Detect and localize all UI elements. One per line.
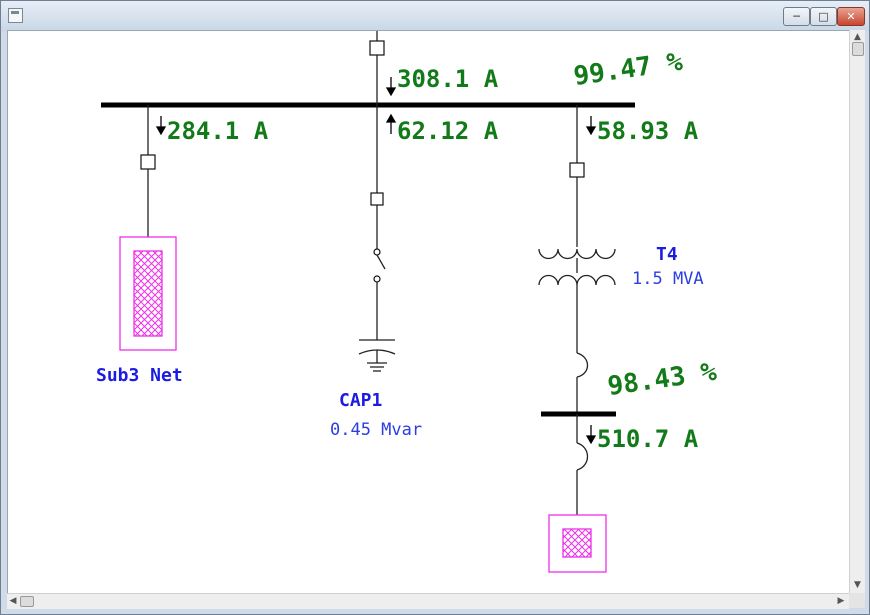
scroll-right-arrow-icon[interactable]: ▶ (837, 596, 845, 606)
window-system-icon[interactable] (8, 8, 23, 23)
capacitor-icon (358, 339, 396, 372)
title-bar[interactable]: ─ □ ✕ (1, 1, 869, 31)
horizontal-scroll-thumb[interactable] (20, 596, 34, 607)
t4-secondary-jumper (576, 352, 589, 378)
sub3-feeder[interactable] (140, 105, 156, 237)
lower-feeder-current-label: 510.7 A (597, 425, 699, 453)
vertical-scrollbar[interactable]: ▲ ▼ (849, 30, 865, 593)
sub3-breaker[interactable] (140, 154, 156, 170)
t4-rating-label: 1.5 MVA (632, 269, 704, 289)
t4-name-label: T4 (656, 244, 678, 265)
incoming-current-label: 308.1 A (397, 65, 499, 93)
lower-feeder-jumper (576, 442, 589, 471)
t4-feeder[interactable] (569, 105, 585, 247)
t4-current-label: 58.93 A (597, 117, 699, 145)
main-bus-voltage-label: 99.47 % (572, 47, 685, 92)
sub3-current-label: 284.1 A (167, 117, 269, 145)
lower-bus-voltage-label: 98.43 % (606, 357, 719, 402)
cap1-feeder[interactable] (370, 105, 386, 340)
cap1-switch-blade[interactable] (376, 254, 386, 270)
cap1-current-label: 62.12 A (397, 117, 499, 145)
sub3-current-arrow-icon (155, 116, 167, 136)
incoming-current-arrow-icon (385, 77, 397, 97)
close-icon: ✕ (846, 10, 856, 23)
cap1-rating-label: 0.45 Mvar (330, 420, 422, 440)
diagram-canvas[interactable]: 308.1 A 99.47 % 284.1 A Sub3 Net (7, 30, 849, 594)
incoming-feeder[interactable] (369, 31, 385, 105)
minimize-button[interactable]: ─ (783, 7, 810, 26)
vertical-scroll-thumb[interactable] (852, 42, 864, 56)
maximize-button[interactable]: □ (810, 7, 837, 26)
external-grid-icon[interactable] (119, 236, 177, 351)
horizontal-scrollbar[interactable]: ◀ ▶ (7, 593, 849, 609)
t4-current-arrow-icon (585, 116, 597, 136)
single-line-diagram: 308.1 A 99.47 % 284.1 A Sub3 Net (96, 31, 719, 573)
incoming-breaker[interactable] (369, 40, 385, 56)
sub3-name-label: Sub3 Net (96, 365, 183, 386)
transformer-icon[interactable] (538, 248, 616, 353)
cap1-current-arrow-icon (385, 113, 397, 134)
scroll-up-arrow-icon[interactable]: ▲ (854, 32, 861, 42)
lower-current-arrow-icon (585, 425, 597, 445)
cap1-breaker[interactable] (370, 192, 384, 206)
cap1-name-label: CAP1 (339, 390, 382, 411)
motor-load-icon[interactable] (548, 514, 607, 573)
t4-breaker[interactable] (569, 162, 585, 178)
scroll-corner (849, 593, 865, 608)
maximize-icon: □ (818, 10, 829, 23)
close-button[interactable]: ✕ (837, 7, 865, 26)
scroll-left-arrow-icon[interactable]: ◀ (9, 596, 17, 606)
minimize-icon: ─ (793, 10, 800, 23)
scroll-down-arrow-icon[interactable]: ▼ (854, 580, 861, 590)
